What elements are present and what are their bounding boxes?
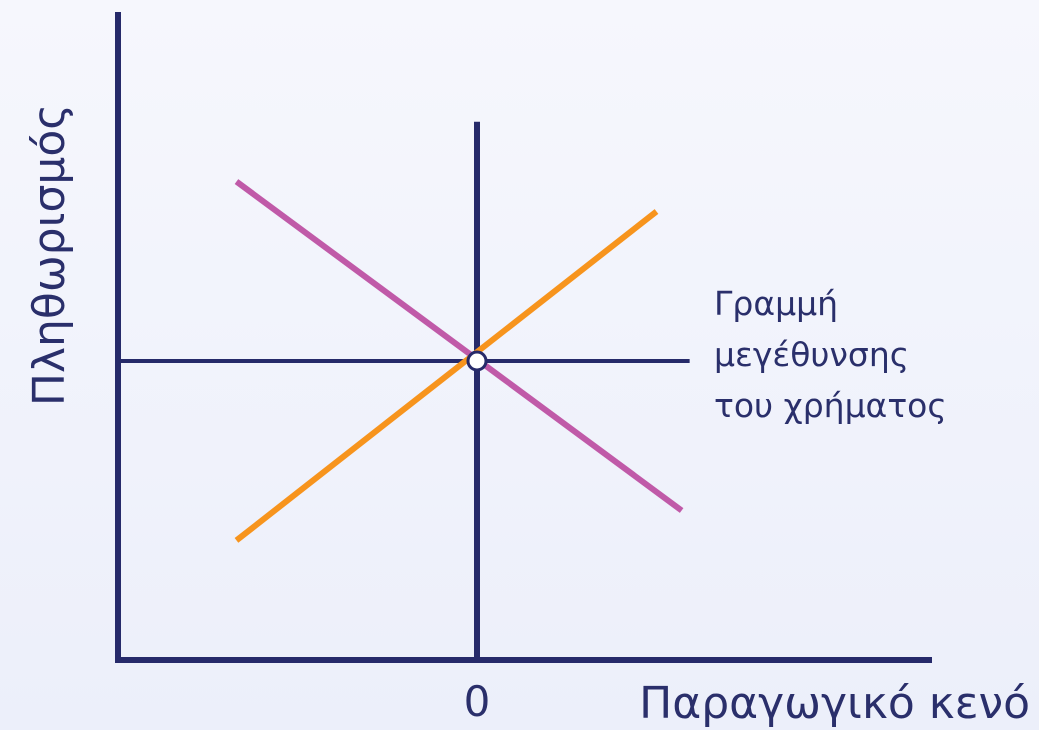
- intersection-point: [466, 350, 488, 372]
- y-axis-title: Πληθωρισμός: [24, 104, 75, 406]
- series-layer: [234, 179, 684, 543]
- series-line-ascending: [234, 209, 659, 543]
- annotation-line-3: του χρήματος: [714, 386, 947, 425]
- annotation-line-1: Γραμμή: [714, 284, 838, 323]
- series-line-descending: [234, 179, 684, 513]
- x-axis-title: Παραγωγικό κενό: [639, 678, 1030, 729]
- x-tick-label-0: 0: [464, 677, 491, 726]
- annotation-line-2: μεγέθυνσης: [714, 335, 909, 374]
